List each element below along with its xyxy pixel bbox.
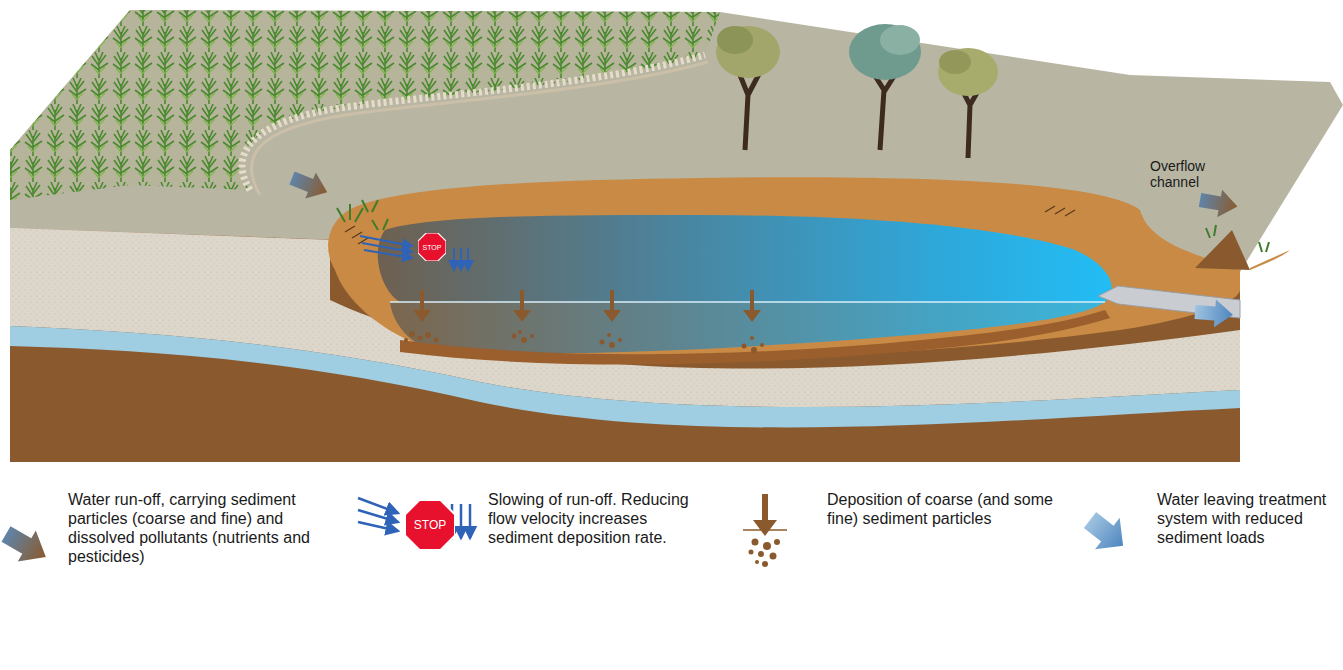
stop-sign: STOP (418, 233, 446, 261)
legend-text: Water run-off, carrying sediment particl… (68, 490, 313, 566)
sign-text: STOP (405, 519, 455, 531)
legend-text: Deposition of coarse (and some fine) sed… (827, 490, 1067, 528)
sign-text: STOP (418, 244, 446, 251)
stop-sign: STOP (405, 500, 455, 550)
part-label: Overflow channel (1150, 158, 1245, 190)
legend-text: Water leaving treatment system with redu… (1157, 490, 1337, 547)
legend-text: Slowing of run-off. Reducing flow veloci… (488, 490, 708, 547)
